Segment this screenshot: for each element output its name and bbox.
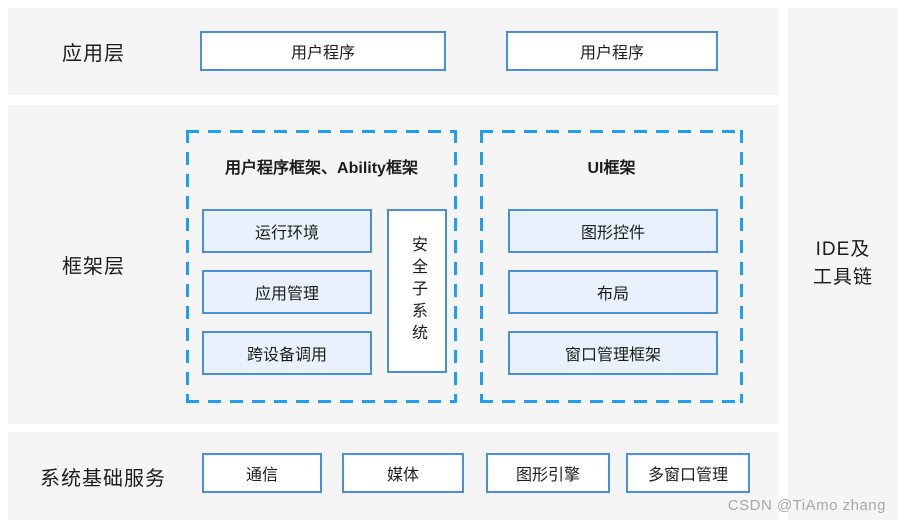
cross-device-invocation-box: 跨设备调用 [202,331,372,375]
security-subsystem-label: 安全子系统 [409,236,426,346]
application-management-box: 应用管理 [202,270,372,314]
communication-box: 通信 [202,453,322,493]
graphics-engine-box: 图形引擎 [486,453,610,493]
user-program-box-1: 用户程序 [200,31,446,71]
media-box: 媒体 [342,453,464,493]
framework-layer-label: 框架层 [62,256,125,278]
security-subsystem-box: 安全子系统 [387,209,447,373]
application-layer-label: 应用层 [62,43,125,65]
application-layer-band: 应用层 用户程序 用户程序 [8,8,778,95]
ui-framework-group: UI框架 图形控件 布局 窗口管理框架 [480,130,743,403]
system-services-label: 系统基础服务 [40,467,166,490]
layout-box: 布局 [508,270,718,314]
ability-framework-group-title: 用户程序框架、Ability框架 [225,160,418,177]
csdn-watermark: CSDN @TiAmo zhang [727,497,886,514]
system-services-band: 系统基础服务 通信 媒体 图形引擎 多窗口管理 [8,432,778,520]
ability-framework-group: 用户程序框架、Ability框架 运行环境 应用管理 跨设备调用 安全子系统 [186,130,457,403]
multi-window-management-box: 多窗口管理 [626,453,750,493]
ide-toolchain-line1: IDE及 [815,239,871,260]
window-management-framework-box: 窗口管理框架 [508,331,718,375]
ide-toolchain-line2: 工具链 [812,267,873,288]
graphic-controls-box: 图形控件 [508,209,718,253]
runtime-environment-box: 运行环境 [202,209,372,253]
framework-layer-band: 框架层 用户程序框架、Ability框架 运行环境 应用管理 跨设备调用 安全子… [8,105,778,424]
user-program-box-2: 用户程序 [506,31,718,71]
ui-framework-group-title: UI框架 [587,160,636,177]
ide-toolchain-column: IDE及 工具链 [788,8,898,520]
